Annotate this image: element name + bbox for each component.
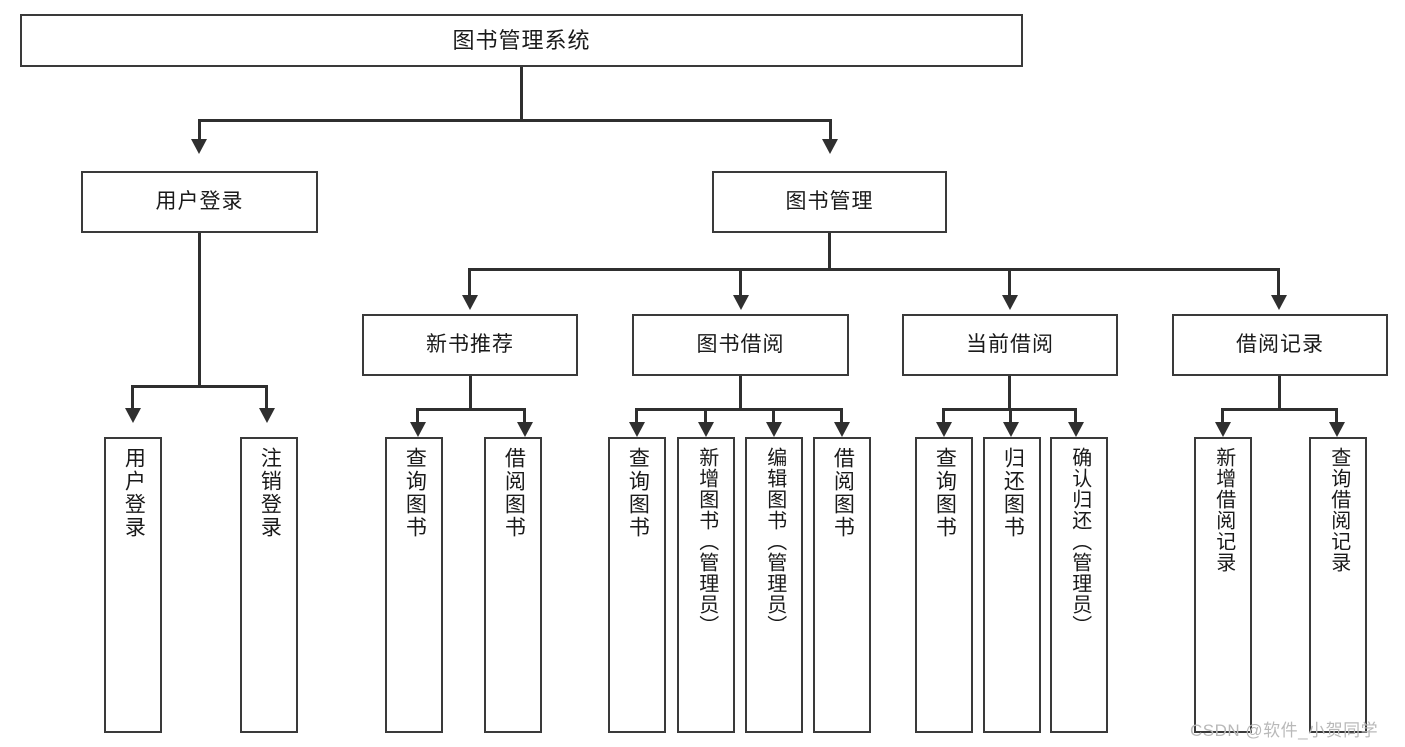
arrowhead-level1-right <box>822 139 838 154</box>
leaf-recommend-query-book[interactable]: 查询图书 <box>385 437 443 733</box>
node-label: 查询借阅记录 <box>1327 447 1350 573</box>
node-label: 编辑图书（管理员） <box>763 447 786 636</box>
connector-current-drop-2 <box>1009 408 1012 422</box>
arrowhead-recommend-1 <box>410 422 426 437</box>
connector-user-login-bus <box>131 385 268 388</box>
connector-recommend-stem <box>469 376 472 408</box>
leaf-record-query-record[interactable]: 查询借阅记录 <box>1309 437 1367 733</box>
leaf-borrow-query-book[interactable]: 查询图书 <box>608 437 666 733</box>
connector-borrow-drop-2 <box>704 408 707 422</box>
connector-borrow-drop-1 <box>635 408 638 422</box>
node-new-book-recommend[interactable]: 新书推荐 <box>362 314 578 376</box>
connector-level1-bus <box>198 119 832 122</box>
node-label: 借阅记录 <box>1236 332 1324 356</box>
connector-borrow-bus <box>635 408 843 411</box>
connector-level2-bus <box>468 268 1280 271</box>
node-book-management[interactable]: 图书管理 <box>712 171 947 233</box>
connector-borrow-stem <box>739 376 742 408</box>
connector-record-drop-1 <box>1221 408 1224 422</box>
arrowhead-borrow-3 <box>766 422 782 437</box>
arrowhead-level2-4 <box>1271 295 1287 310</box>
leaf-current-return-book[interactable]: 归还图书 <box>983 437 1041 733</box>
connector-current-drop-1 <box>942 408 945 422</box>
node-label: 新增借阅记录 <box>1212 447 1235 573</box>
arrowhead-user-login-1 <box>125 408 141 423</box>
node-label: 查询图书 <box>933 447 957 539</box>
connector-level2-drop-1 <box>468 268 471 295</box>
arrowhead-current-3 <box>1068 422 1084 437</box>
arrowhead-borrow-1 <box>629 422 645 437</box>
connector-level1-drop-right <box>829 119 832 139</box>
node-label: 新书推荐 <box>426 332 514 356</box>
node-label: 用户登录 <box>155 189 244 213</box>
node-label: 注销登录 <box>258 447 282 539</box>
connector-level2-drop-4 <box>1277 268 1280 295</box>
arrowhead-borrow-4 <box>834 422 850 437</box>
arrowhead-level2-1 <box>462 295 478 310</box>
node-label: 查询图书 <box>403 447 427 539</box>
connector-recommend-bus <box>416 408 526 411</box>
connector-book-management-stem <box>828 233 831 268</box>
arrowhead-level2-2 <box>733 295 749 310</box>
arrowhead-record-1 <box>1215 422 1231 437</box>
connector-user-login-stem <box>198 233 201 385</box>
connector-user-login-drop-2 <box>265 385 268 408</box>
node-label: 图书管理系统 <box>452 27 591 53</box>
node-label: 用户登录 <box>122 447 146 539</box>
node-label: 当前借阅 <box>966 332 1054 356</box>
node-root-system[interactable]: 图书管理系统 <box>20 14 1023 67</box>
leaf-current-confirm-return-admin[interactable]: 确认归还（管理员） <box>1050 437 1108 733</box>
leaf-user-login-logout[interactable]: 注销登录 <box>240 437 298 733</box>
leaf-borrow-borrow-book[interactable]: 借阅图书 <box>813 437 871 733</box>
leaf-record-add-record[interactable]: 新增借阅记录 <box>1194 437 1252 733</box>
leaf-borrow-add-book-admin[interactable]: 新增图书（管理员） <box>677 437 735 733</box>
leaf-recommend-borrow-book[interactable]: 借阅图书 <box>484 437 542 733</box>
node-label: 借阅图书 <box>502 447 526 539</box>
connector-current-drop-3 <box>1074 408 1077 422</box>
arrowhead-borrow-2 <box>698 422 714 437</box>
node-user-login[interactable]: 用户登录 <box>81 171 318 233</box>
connector-record-bus <box>1221 408 1338 411</box>
arrowhead-user-login-2 <box>259 408 275 423</box>
arrowhead-current-1 <box>936 422 952 437</box>
connector-level1-drop-left <box>198 119 201 139</box>
watermark-text: CSDN @软件_小贺同学 <box>1190 721 1379 740</box>
connector-borrow-drop-4 <box>840 408 843 422</box>
arrowhead-current-2 <box>1003 422 1019 437</box>
node-borrow-record[interactable]: 借阅记录 <box>1172 314 1388 376</box>
node-label: 借阅图书 <box>831 447 855 539</box>
arrowhead-recommend-2 <box>517 422 533 437</box>
connector-root-stem <box>520 67 523 119</box>
node-label: 图书借阅 <box>696 332 785 356</box>
node-book-borrow[interactable]: 图书借阅 <box>632 314 849 376</box>
node-label: 新增图书（管理员） <box>695 447 718 636</box>
node-label: 图书管理 <box>785 189 874 213</box>
connector-user-login-drop-1 <box>131 385 134 408</box>
leaf-borrow-edit-book-admin[interactable]: 编辑图书（管理员） <box>745 437 803 733</box>
node-current-borrow[interactable]: 当前借阅 <box>902 314 1118 376</box>
connector-record-drop-2 <box>1335 408 1338 422</box>
arrowhead-record-2 <box>1329 422 1345 437</box>
node-label: 查询图书 <box>626 447 650 539</box>
connector-current-stem <box>1008 376 1011 408</box>
arrowhead-level1-left <box>191 139 207 154</box>
connector-recommend-drop-1 <box>416 408 419 422</box>
connector-record-stem <box>1278 376 1281 408</box>
connector-level2-drop-2 <box>739 268 742 295</box>
node-label: 归还图书 <box>1001 447 1025 539</box>
leaf-current-query-book[interactable]: 查询图书 <box>915 437 973 733</box>
connector-recommend-drop-2 <box>523 408 526 422</box>
node-label: 确认归还（管理员） <box>1068 447 1091 636</box>
leaf-user-login-login[interactable]: 用户登录 <box>104 437 162 733</box>
connector-level2-drop-3 <box>1008 268 1011 295</box>
arrowhead-level2-3 <box>1002 295 1018 310</box>
connector-borrow-drop-3 <box>772 408 775 422</box>
